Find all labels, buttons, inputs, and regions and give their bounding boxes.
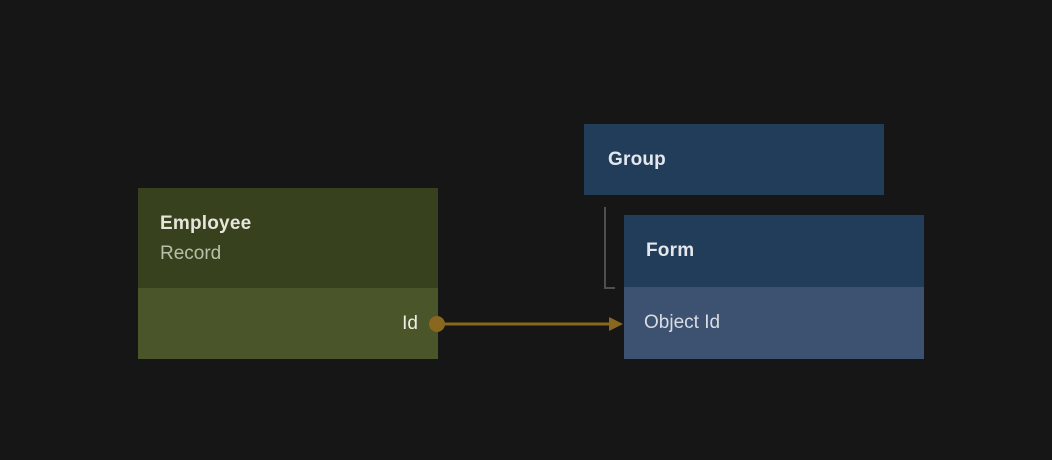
field-form-object-id[interactable]: Object Id <box>624 287 924 359</box>
node-form[interactable]: Form Object Id <box>624 215 924 359</box>
node-group[interactable]: Group <box>584 124 884 195</box>
node-employee-record-header[interactable]: Employee Record <box>138 188 438 288</box>
node-employee-record-subtitle: Record <box>160 242 222 264</box>
node-group-title: Group <box>608 148 666 170</box>
node-group-header[interactable]: Group <box>584 124 884 195</box>
field-employee-id[interactable]: Id <box>138 288 438 359</box>
node-employee-record-title: Employee <box>160 212 252 234</box>
field-form-object-id-label: Object Id <box>644 312 721 333</box>
node-employee-record[interactable]: Employee Record Id <box>138 188 438 359</box>
node-form-header[interactable]: Form <box>624 215 924 287</box>
field-employee-id-label: Id <box>402 312 418 334</box>
connector-arrowhead-icon <box>609 317 623 331</box>
hierarchy-connector[interactable] <box>604 207 615 289</box>
node-form-title: Form <box>646 240 695 261</box>
